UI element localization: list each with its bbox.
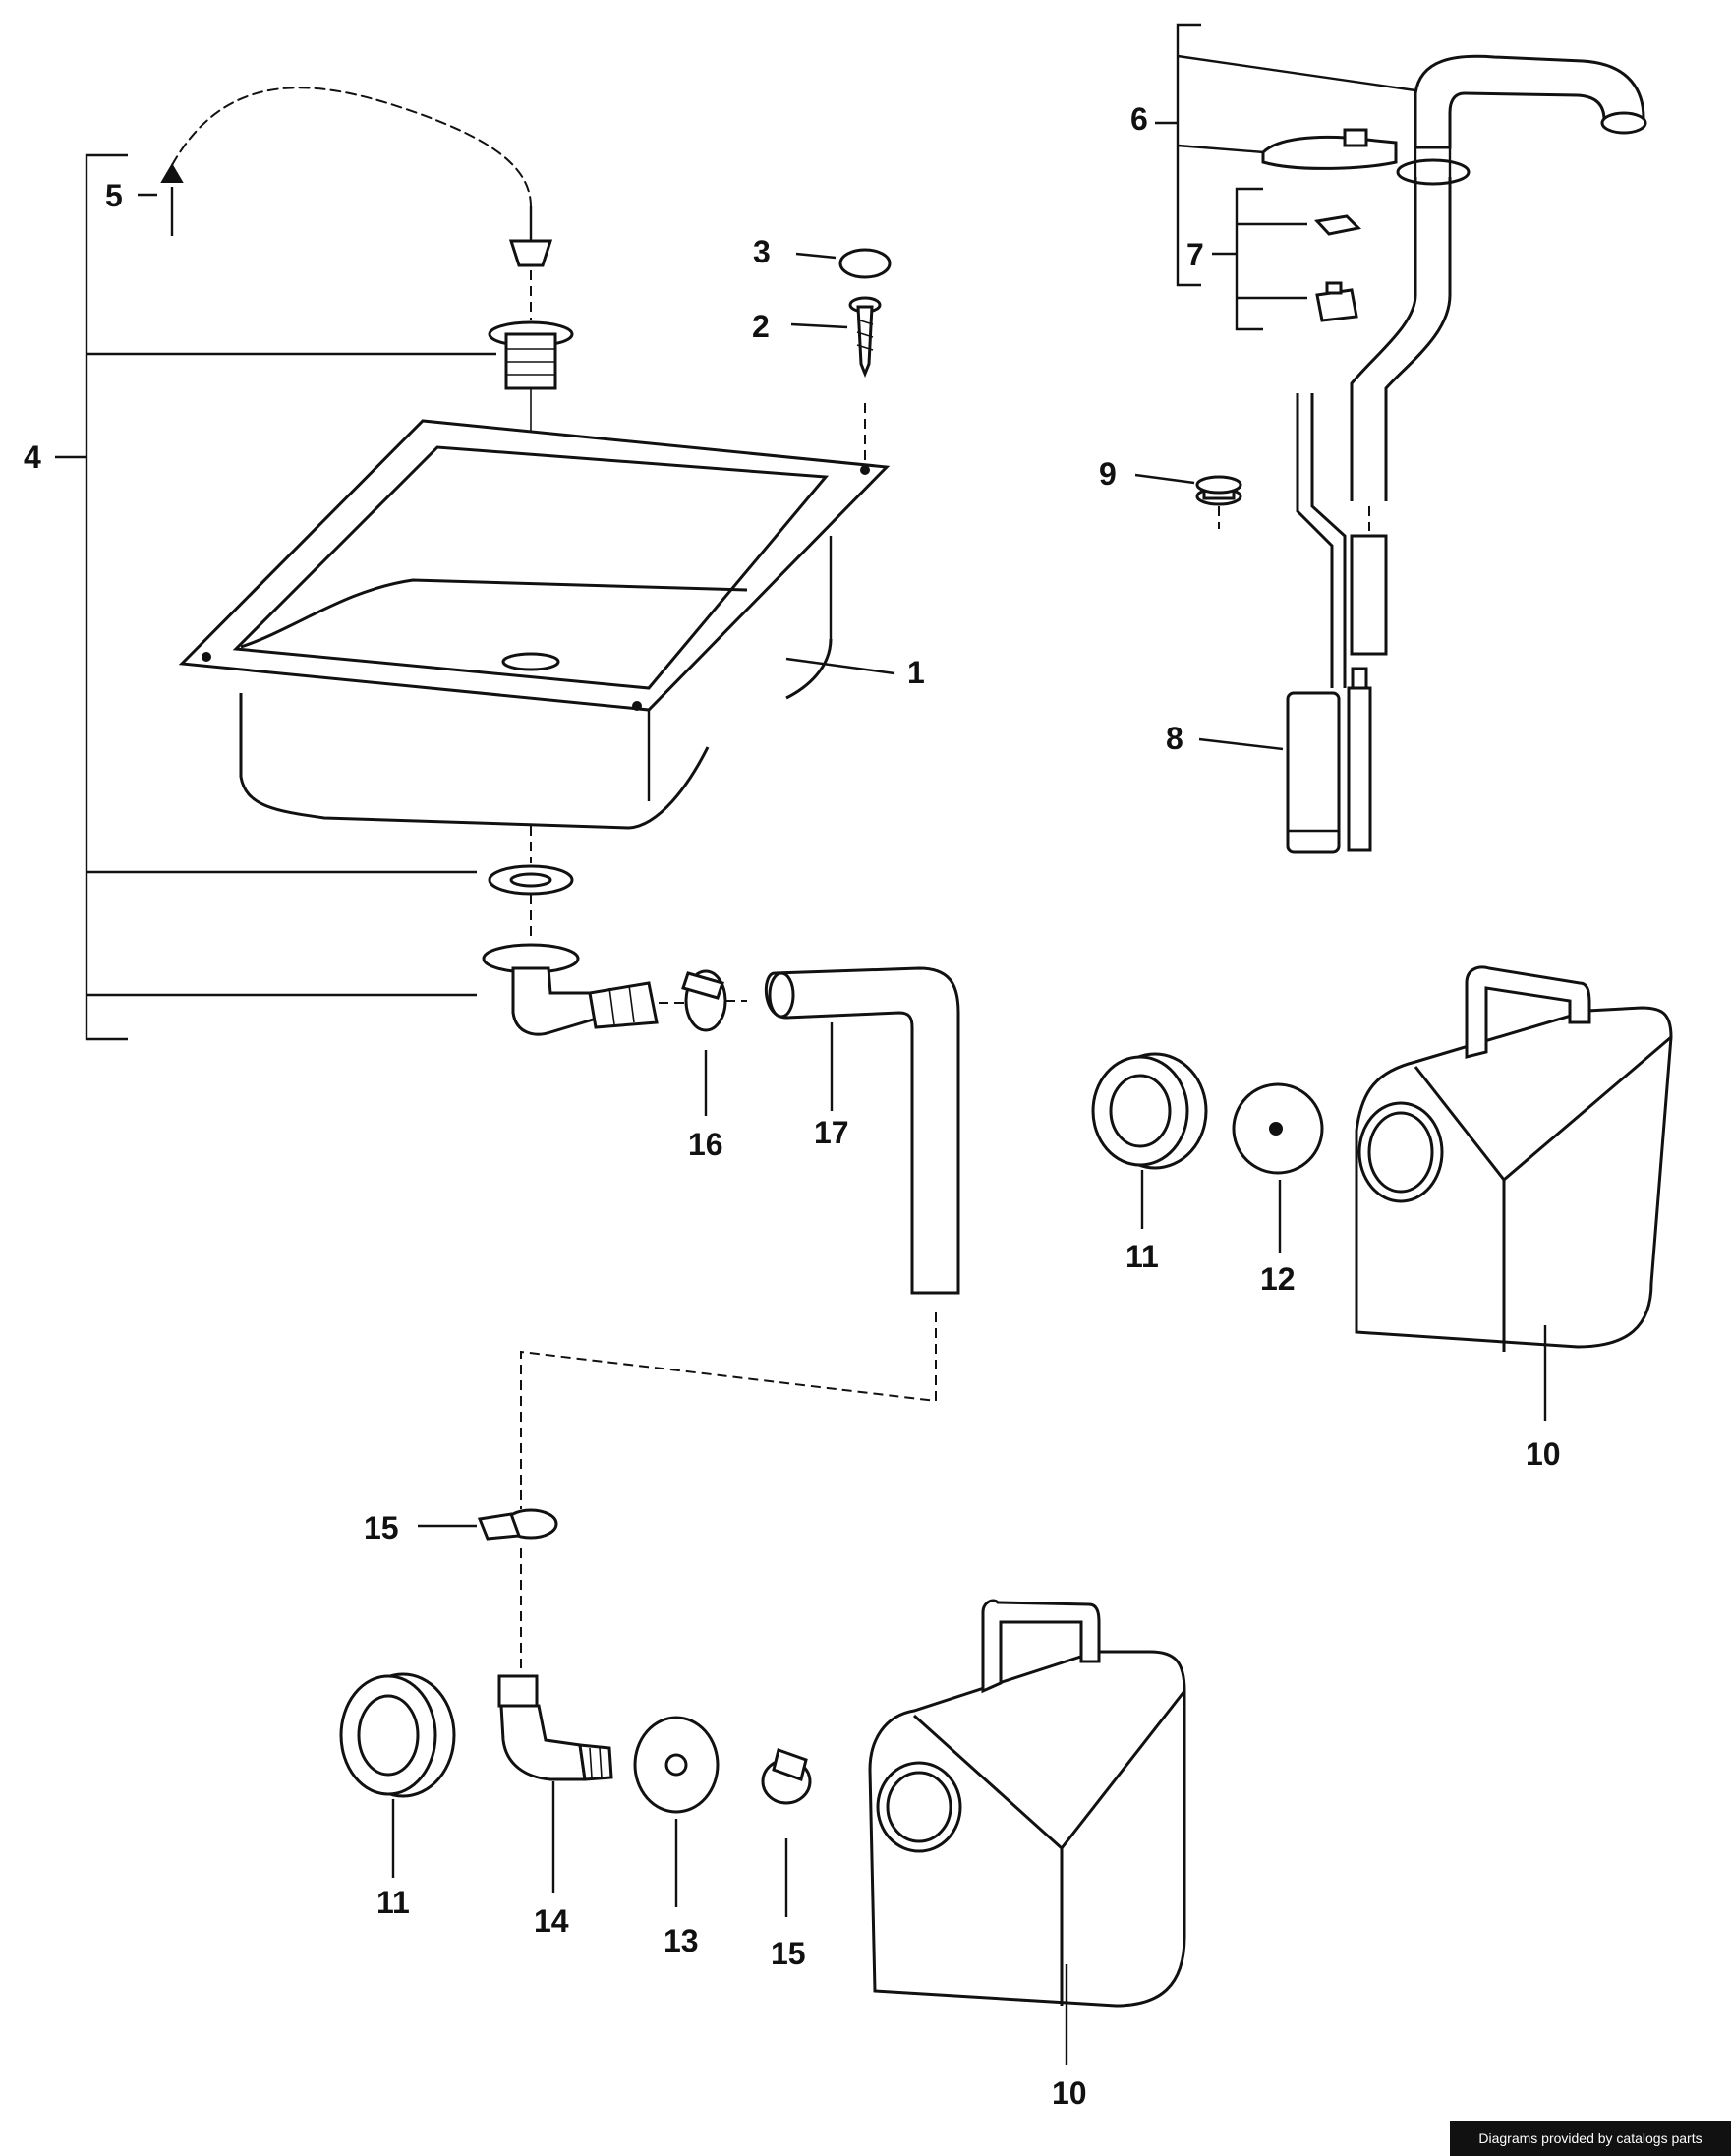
callout-10-lower: 10	[1052, 2075, 1087, 2111]
drain-strainer	[488, 270, 574, 654]
drain-outlet-elbow	[482, 943, 659, 1036]
washer-part-13	[633, 1716, 720, 1907]
tank-cap-ring-part-11-upper	[1091, 1052, 1208, 1229]
bracket-4	[55, 153, 496, 1041]
water-pump-part-8	[1198, 667, 1372, 854]
callout-labels: 1 2 3 4 5 6 7 8 9 10 10 11 11 12 13 14 1…	[24, 101, 1561, 2111]
callout-13: 13	[664, 1923, 699, 1958]
callout-7: 7	[1186, 237, 1204, 272]
hose-clamp-part-15-lower	[761, 1748, 812, 1917]
callout-11-lower: 11	[376, 1885, 410, 1920]
screw-part-2	[790, 296, 882, 379]
faucet-stem-part-7	[1212, 187, 1362, 331]
drain-gasket	[488, 826, 574, 939]
grommet-part-9	[1134, 473, 1242, 529]
faucet-spout-part-6	[1261, 54, 1647, 186]
hose-clamp-part-16	[659, 969, 747, 1116]
callout-3: 3	[753, 234, 771, 269]
callout-16: 16	[688, 1127, 723, 1162]
drain-hose-part-17	[520, 966, 960, 1509]
callout-1: 1	[907, 655, 925, 690]
callout-10-upper: 10	[1526, 1436, 1561, 1472]
callout-8: 8	[1166, 721, 1183, 756]
callout-15-upper: 15	[364, 1510, 399, 1545]
callout-4: 4	[24, 439, 41, 475]
sink-basin-part-1	[178, 403, 895, 830]
tank-cap-ring-part-11-lower	[339, 1672, 456, 1878]
callout-14: 14	[534, 1903, 569, 1939]
faucet-bracket-6	[1155, 23, 1416, 287]
screw-cap-part-3	[795, 248, 892, 279]
callout-9: 9	[1099, 456, 1117, 492]
callout-12: 12	[1260, 1261, 1296, 1297]
hose-clamp-part-15-upper	[418, 1508, 558, 1671]
tank-elbow-connector-part-14	[497, 1674, 613, 1893]
credit-banner: Diagrams provided by catalogs parts	[1450, 2121, 1731, 2156]
water-tank-part-10-upper	[1355, 965, 1673, 1421]
callout-11-upper: 11	[1125, 1239, 1159, 1274]
sink-plug-chain-part-5	[138, 87, 553, 267]
faucet-supply-tube	[1296, 177, 1452, 688]
callout-5: 5	[105, 178, 123, 213]
callout-15-lower: 15	[771, 1936, 806, 1971]
callout-6: 6	[1130, 101, 1148, 137]
callout-17: 17	[814, 1115, 849, 1150]
water-tank-part-10-lower	[868, 1599, 1186, 2065]
callout-2: 2	[752, 309, 770, 344]
tank-cap-insert-part-12	[1232, 1082, 1324, 1253]
